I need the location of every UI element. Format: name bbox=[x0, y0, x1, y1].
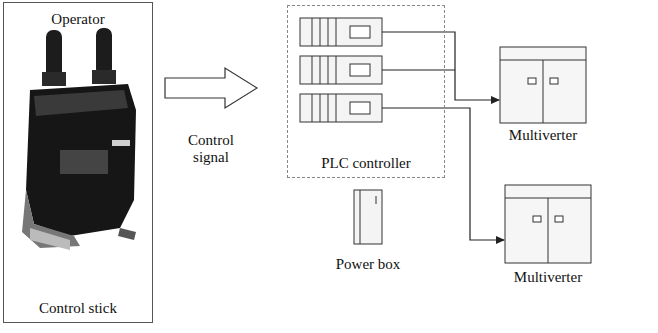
plc-units bbox=[300, 18, 382, 122]
edge-label: Control signal bbox=[179, 132, 243, 167]
arrowhead bbox=[491, 96, 500, 104]
node-label: Multiverter bbox=[514, 269, 582, 286]
signal-arrow bbox=[165, 68, 257, 108]
plc-group: PLC controller bbox=[287, 5, 445, 178]
node-label: Multiverter bbox=[509, 127, 577, 144]
multiverter-node: Multiverter bbox=[505, 185, 591, 287]
node-label: Control stick bbox=[39, 300, 117, 317]
connector bbox=[445, 108, 505, 244]
connector bbox=[165, 68, 257, 108]
node-label: PLC controller bbox=[321, 155, 411, 172]
node-label: Power box bbox=[336, 256, 401, 273]
connector bbox=[445, 32, 500, 104]
power-box-node: Power box bbox=[320, 188, 416, 274]
multiverter-cabinet bbox=[505, 185, 591, 263]
node-label: Operator bbox=[51, 11, 104, 28]
operator-panel: OperatorControl stick bbox=[3, 2, 153, 323]
arrowhead bbox=[496, 236, 505, 244]
multiverter-node: Multiverter bbox=[500, 47, 586, 145]
multiverter-cabinet bbox=[500, 47, 586, 123]
power-box-picture bbox=[354, 190, 382, 244]
control-stick-picture bbox=[22, 28, 136, 250]
wire bbox=[382, 32, 445, 108]
